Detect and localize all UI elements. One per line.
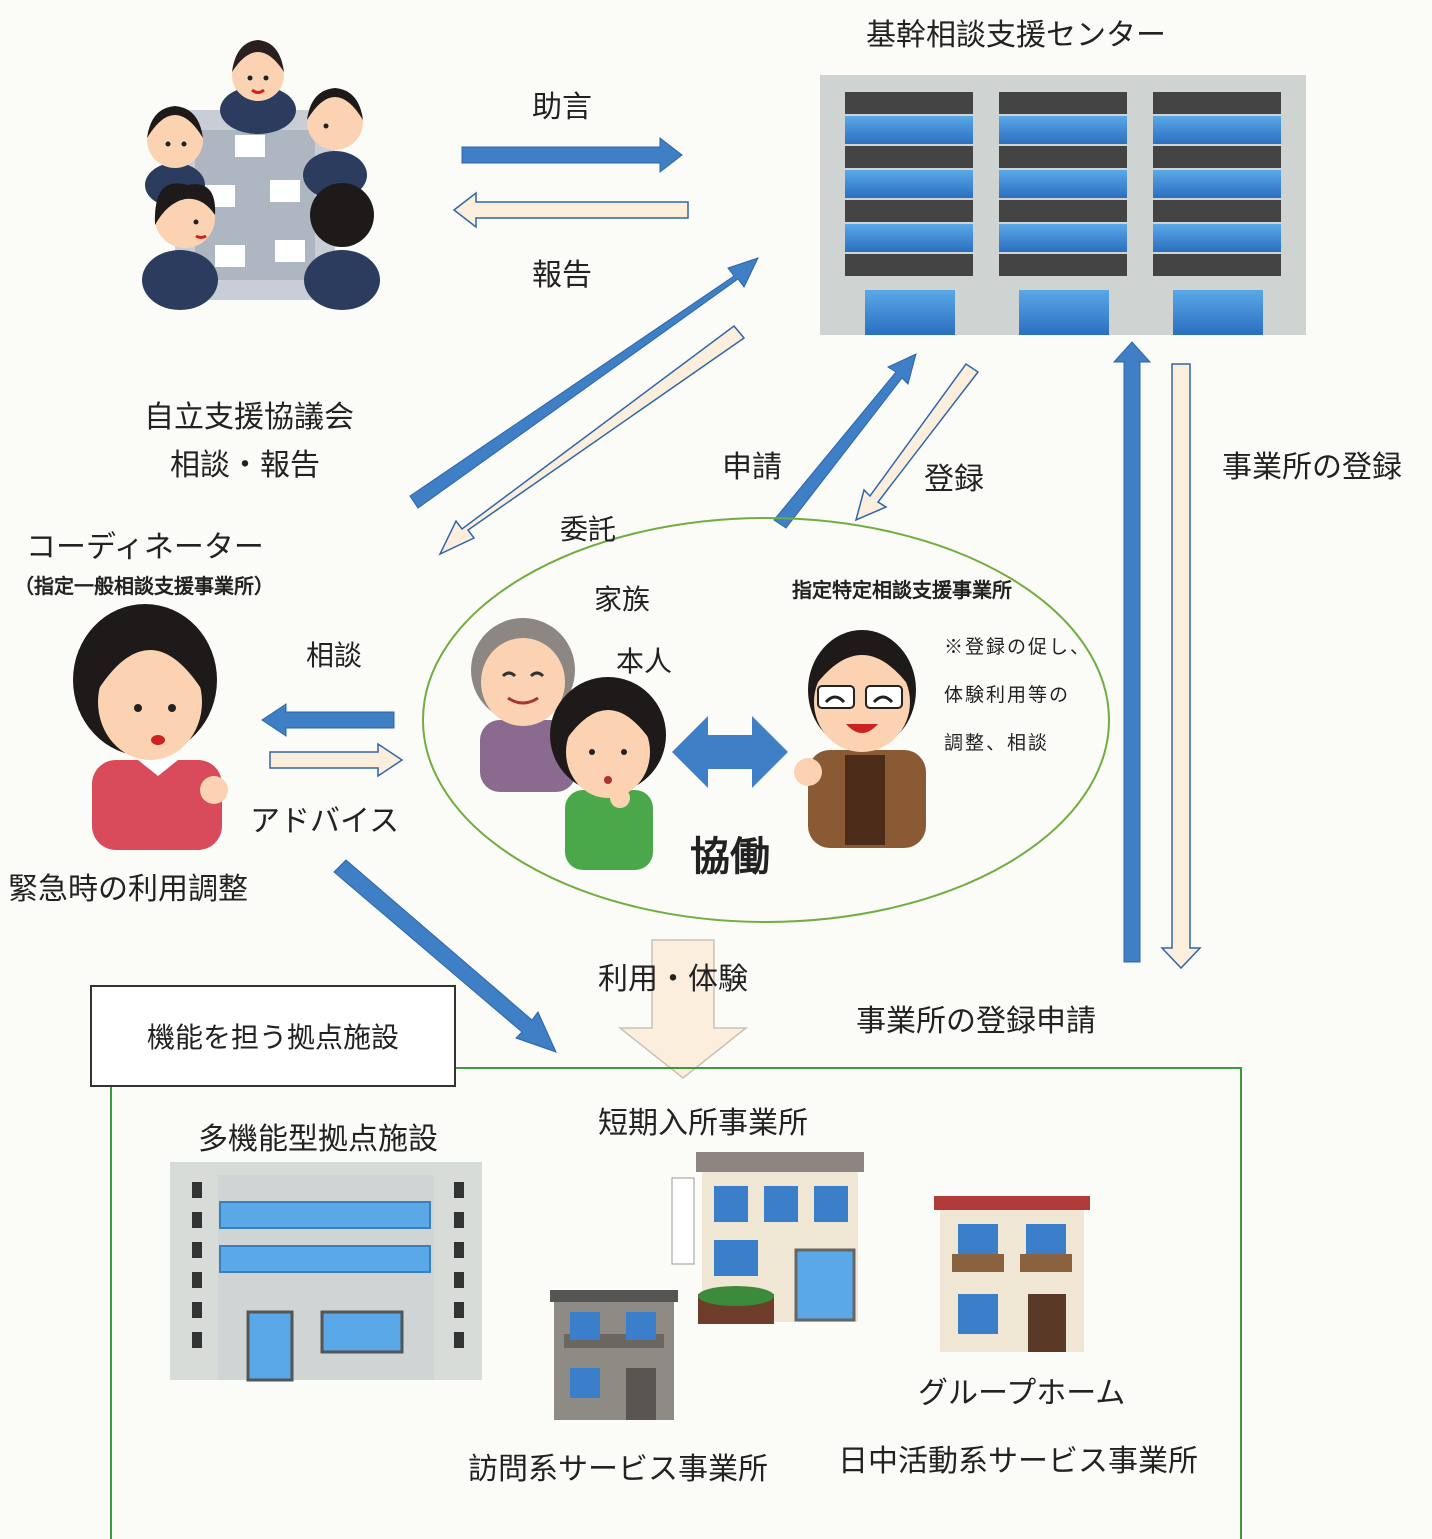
day-service-label: 日中活動系サービス事業所: [838, 1444, 1198, 1479]
short-stay-label: 短期入所事業所: [598, 1106, 808, 1141]
use-experience-label: 利用・体験: [598, 962, 748, 997]
person-label: 本人: [616, 645, 673, 678]
office-registration-label: 事業所の登録: [1222, 450, 1402, 485]
arrow-registration: [854, 362, 980, 522]
hub-facilities-box: 機能を担う拠点施設: [90, 985, 456, 1087]
family-label: 家族: [594, 583, 651, 616]
cooperation-ellipse: [422, 517, 1110, 923]
family-illustration: [471, 618, 576, 792]
note-line-3: 調整、相談: [944, 732, 1050, 754]
council-sub-label: 相談・報告: [170, 448, 320, 483]
specific-office-label: 指定特定相談支援事業所: [792, 578, 1012, 602]
council-name-label: 自立支援協議会: [144, 400, 354, 435]
application-label: 申請: [722, 450, 782, 485]
coordinator-illustration: [73, 604, 228, 850]
arrows: [261, 136, 1202, 1079]
coordinator-sub-label: （指定一般相談支援事業所）: [14, 574, 274, 598]
arrow-commission: [438, 324, 746, 556]
cooperation-double-arrow: [672, 716, 788, 788]
note-line-2: 体験利用等の: [944, 684, 1071, 706]
arrow-emergency: [333, 859, 557, 1053]
emergency-label: 緊急時の利用調整: [8, 872, 248, 907]
multi-function-facility-illustration: [170, 1162, 482, 1382]
coordinator-label: コーディネーター: [26, 530, 264, 565]
specialist-illustration: [794, 630, 926, 848]
arrow-use-experience: [617, 939, 749, 1079]
multi-function-label: 多機能型拠点施設: [198, 1122, 438, 1157]
report-label: 報告: [532, 258, 592, 293]
arrow-office-registration-up: [1112, 341, 1152, 963]
arrow-office-registration-down: [1160, 363, 1202, 970]
commission-label: 委託: [560, 513, 617, 546]
visit-service-illustration: [550, 1290, 678, 1420]
hub-facilities-label: 機能を担う拠点施設: [146, 1021, 399, 1054]
short-stay-building-illustration: [671, 1152, 864, 1324]
advice2-label: アドバイス: [250, 804, 400, 839]
arrow-advice-coordinator: [269, 742, 404, 778]
group-home-illustration: [934, 1196, 1090, 1352]
arrow-report: [452, 191, 689, 229]
note-line-1: ※登録の促し、: [944, 636, 1092, 658]
facility-frame: [110, 1067, 1242, 1539]
arrow-application: [773, 353, 917, 529]
registration-label: 登録: [924, 462, 984, 497]
office-registration-application-label: 事業所の登録申請: [856, 1004, 1096, 1039]
arrow-advice: [461, 136, 683, 174]
core-center-label: 基幹相談支援センター: [866, 18, 1166, 53]
council-meeting-illustration: [142, 40, 380, 310]
arrow-coordinator-to-center: [409, 257, 759, 509]
advice-label: 助言: [532, 90, 592, 125]
person-illustration: [550, 677, 666, 870]
visit-service-label: 訪問系サービス事業所: [468, 1452, 768, 1487]
core-center-building: [820, 75, 1306, 335]
cooperation-label: 協働: [690, 834, 770, 880]
arrow-consultation: [261, 703, 395, 737]
group-home-label: グループホーム: [918, 1376, 1126, 1411]
consultation-label: 相談: [306, 639, 363, 672]
